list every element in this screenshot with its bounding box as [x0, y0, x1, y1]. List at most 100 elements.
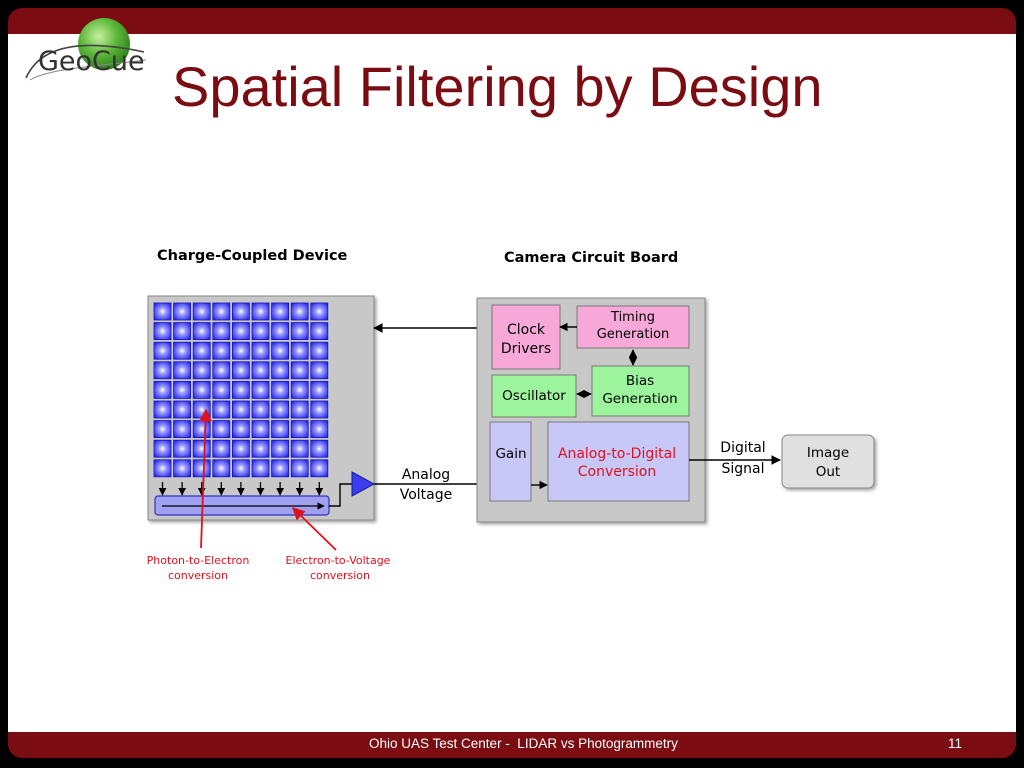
- logo-text: GeoCue: [38, 46, 145, 77]
- ccd-pixel: [212, 420, 231, 439]
- ccd-pixel: [212, 361, 231, 380]
- electron-annotation-line2: conversion: [310, 569, 370, 582]
- ccd-pixel: [290, 361, 309, 380]
- ccd-pixel: [271, 361, 290, 380]
- board-heading: Camera Circuit Board: [504, 250, 678, 266]
- ccd-pixel: [251, 439, 270, 458]
- ccd-pixel: [212, 439, 231, 458]
- bias-generation-label-line2: Generation: [602, 391, 677, 407]
- footer-text: Ohio UAS Test Center - LIDAR vs Photogra…: [369, 736, 678, 751]
- ccd-pixel: [153, 322, 172, 340]
- slide-title: Spatial Filtering by Design: [172, 55, 823, 118]
- ccd-pixel: [310, 380, 329, 399]
- analog-voltage-label-line2: Voltage: [400, 487, 453, 503]
- ccd-pixel: [271, 302, 290, 321]
- ccd-pixel: [290, 322, 309, 340]
- ccd-pixel: [212, 341, 231, 360]
- ccd-pixel: [290, 439, 309, 458]
- ccd-pixel: [153, 459, 172, 478]
- ccd-pixel: [192, 361, 211, 380]
- ccd-pixel: [153, 361, 172, 380]
- ccd-pixel: [271, 380, 290, 399]
- analog-voltage-label-line1: Analog: [402, 467, 450, 483]
- ccd-pixel: [192, 400, 211, 419]
- ccd-pixel: [251, 380, 270, 399]
- slide-footer-band: [8, 732, 1016, 758]
- ccd-pixel: [310, 361, 329, 380]
- ccd-camera-diagram: Charge-Coupled Device Camera Circuit Boa…: [147, 248, 875, 582]
- output-amplifier-icon: [351, 471, 376, 497]
- ccd-pixel: [290, 420, 309, 439]
- logo-swoosh-icon: [25, 44, 145, 79]
- electron-annotation-line1: Electron-to-Voltage: [286, 554, 391, 567]
- ccd-pixel: [271, 341, 290, 360]
- ccd-pixel: [192, 322, 211, 340]
- ccd-pixel: [212, 380, 231, 399]
- image-out-label-line2: Out: [816, 464, 840, 480]
- ccd-pixel: [251, 420, 270, 439]
- ccd-pixel: [153, 439, 172, 458]
- slide-header-band: [8, 8, 1016, 34]
- ccd-pixel: [192, 302, 211, 321]
- page-number: 11: [948, 736, 963, 751]
- ccd-pixel: [192, 459, 211, 478]
- ccd-pixel: [271, 420, 290, 439]
- electron-annotation-arrow: [292, 507, 337, 551]
- ccd-pixel: [310, 420, 329, 439]
- photon-annotation-line1: Photon-to-Electron: [147, 554, 250, 567]
- timing-generation-label-line1: Timing: [610, 310, 655, 325]
- ccd-pixel: [232, 341, 250, 360]
- ccd-pixel: [310, 322, 329, 340]
- digital-signal-label-line2: Signal: [721, 461, 764, 477]
- ccd-pixel: [153, 302, 172, 321]
- digital-signal-label-line1: Digital: [720, 440, 765, 456]
- ccd-pixel: [232, 459, 250, 478]
- ccd-pixel: [192, 420, 211, 439]
- ccd-pixel: [212, 400, 231, 419]
- ccd-pixel: [310, 302, 329, 321]
- ccd-pixel: [232, 302, 250, 321]
- ccd-pixel: [153, 400, 172, 419]
- ccd-pixel: [232, 439, 250, 458]
- ccd-pixel: [310, 439, 329, 458]
- logo-globe-icon: [78, 18, 130, 70]
- adc-label-line1: Analog-to-Digital: [558, 446, 676, 462]
- ccd-pixel: [192, 439, 211, 458]
- image-out-label-line1: Image: [807, 445, 849, 461]
- photon-annotation-arrow: [199, 408, 212, 549]
- ccd-pixel: [271, 322, 290, 340]
- ccd-pixel: [310, 341, 329, 360]
- ccd-pixel: [271, 400, 290, 419]
- ccd-pixel: [271, 439, 290, 458]
- ccd-pixel: [153, 341, 172, 360]
- ccd-pixel: [212, 302, 231, 321]
- ccd-pixel: [290, 341, 309, 360]
- gain-block: [489, 421, 532, 502]
- clock-drivers-label-line1: Clock: [507, 322, 546, 338]
- oscillator-label: Oscillator: [502, 388, 566, 404]
- ccd-pixel: [232, 420, 250, 439]
- ccd-pixel: [310, 400, 329, 419]
- ccd-pixel: [290, 459, 309, 478]
- image-out-block: [781, 434, 875, 489]
- photon-annotation-line2: conversion: [168, 569, 228, 582]
- ccd-pixel: [232, 400, 250, 419]
- ccd-pixel: [212, 322, 231, 340]
- ccd-pixel: [251, 459, 270, 478]
- ccd-pixel: [192, 341, 211, 360]
- clock-drivers-label-line2: Drivers: [501, 341, 551, 357]
- ccd-heading: Charge-Coupled Device: [157, 248, 348, 264]
- clock-drivers-block: [491, 304, 561, 370]
- ccd-pixel-grid: [153, 302, 329, 478]
- ccd-pixel: [192, 380, 211, 399]
- adc-block: [547, 421, 690, 502]
- ccd-pixel: [153, 380, 172, 399]
- ccd-pixel: [173, 400, 191, 419]
- ccd-pixel: [173, 302, 191, 321]
- bias-generation-block: [591, 365, 690, 417]
- ccd-pixel: [173, 439, 191, 458]
- ccd-pixel: [251, 400, 270, 419]
- bias-generation-label-line1: Bias: [626, 373, 654, 389]
- ccd-pixel: [212, 459, 231, 478]
- ccd-pixel: [290, 302, 309, 321]
